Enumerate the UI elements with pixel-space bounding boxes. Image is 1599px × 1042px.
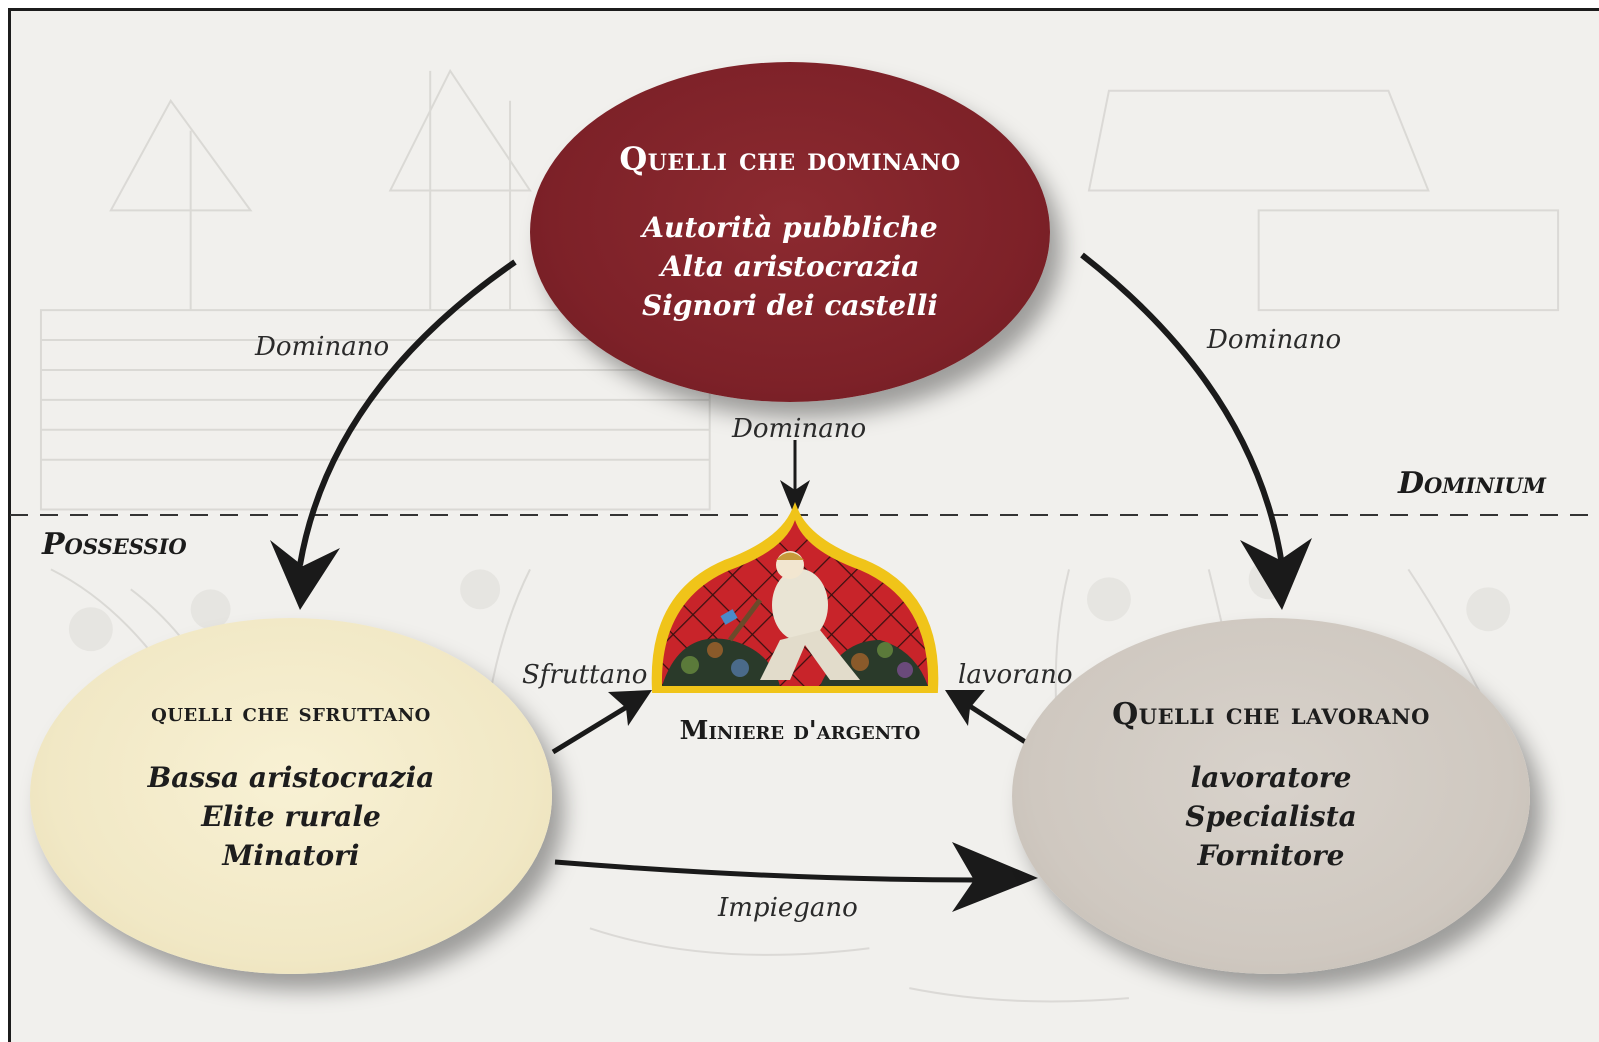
arrowhead-sfruttano-to-mine [608,690,652,726]
node-title: quelli che sfruttano [151,697,431,728]
node-quelli-che-dominano: Quelli che dominano Autorità pubbliche A… [530,62,1050,402]
edge-label-dominano-center: Dominano [732,414,867,444]
arrowhead-dominano-to-sfruttano [270,540,340,610]
node-item: Autorità pubbliche [642,210,938,244]
node-quelli-che-sfruttano: quelli che sfruttano Bassa aristocrazia … [30,618,552,974]
edge-label-dominano-left: Dominano [255,332,390,362]
edge-label-impiegano: Impiegano [718,893,858,923]
arrow-dominano-to-lavorano [1080,252,1285,566]
node-title: Quelli che dominano [619,139,961,178]
node-items: Autorità pubbliche Alta aristocrazia Sig… [642,208,938,325]
arrow-sfruttano-to-mine [551,702,632,755]
zone-label-dominium: Dominium [1398,466,1546,501]
node-item: Alta aristocrazia [660,249,920,283]
node-item: Minatori [222,838,360,872]
stained-glass-miner [651,502,939,693]
edge-label-lavorano: lavorano [958,660,1073,690]
zone-label-possessio: Possessio [42,527,187,562]
edge-label-dominano-right: Dominano [1207,325,1342,355]
node-items: Bassa aristocrazia Elite rurale Minatori [148,758,435,875]
node-item: Elite rurale [201,799,381,833]
node-item: Fornitore [1197,839,1345,872]
arrow-dominano-to-sfruttano [297,259,517,566]
arrow-lavorano-to-mine [966,702,1032,748]
node-item: Specialista [1185,800,1357,833]
node-title: Quelli che lavorano [1112,697,1430,732]
node-quelli-che-lavorano: Quelli che lavorano lavoratore Specialis… [1012,618,1530,974]
arrowhead-dominano-to-mine [780,480,810,517]
arrowhead-dominano-to-lavorano [1240,538,1312,610]
arrow-sfruttano-to-lavorano [554,859,976,883]
node-item: lavoratore [1190,761,1352,794]
node-item: Signori dei castelli [642,288,938,322]
node-miniere-d-argento: Miniere d'argento [679,716,921,746]
arrowhead-lavorano-to-mine [945,690,985,726]
node-item: Bassa aristocrazia [147,760,435,794]
edge-label-sfruttano: Sfruttano [522,660,648,690]
node-items: lavoratore Specialista Fornitore [1185,758,1357,875]
arrowhead-sfruttano-to-lavorano [952,842,1038,912]
